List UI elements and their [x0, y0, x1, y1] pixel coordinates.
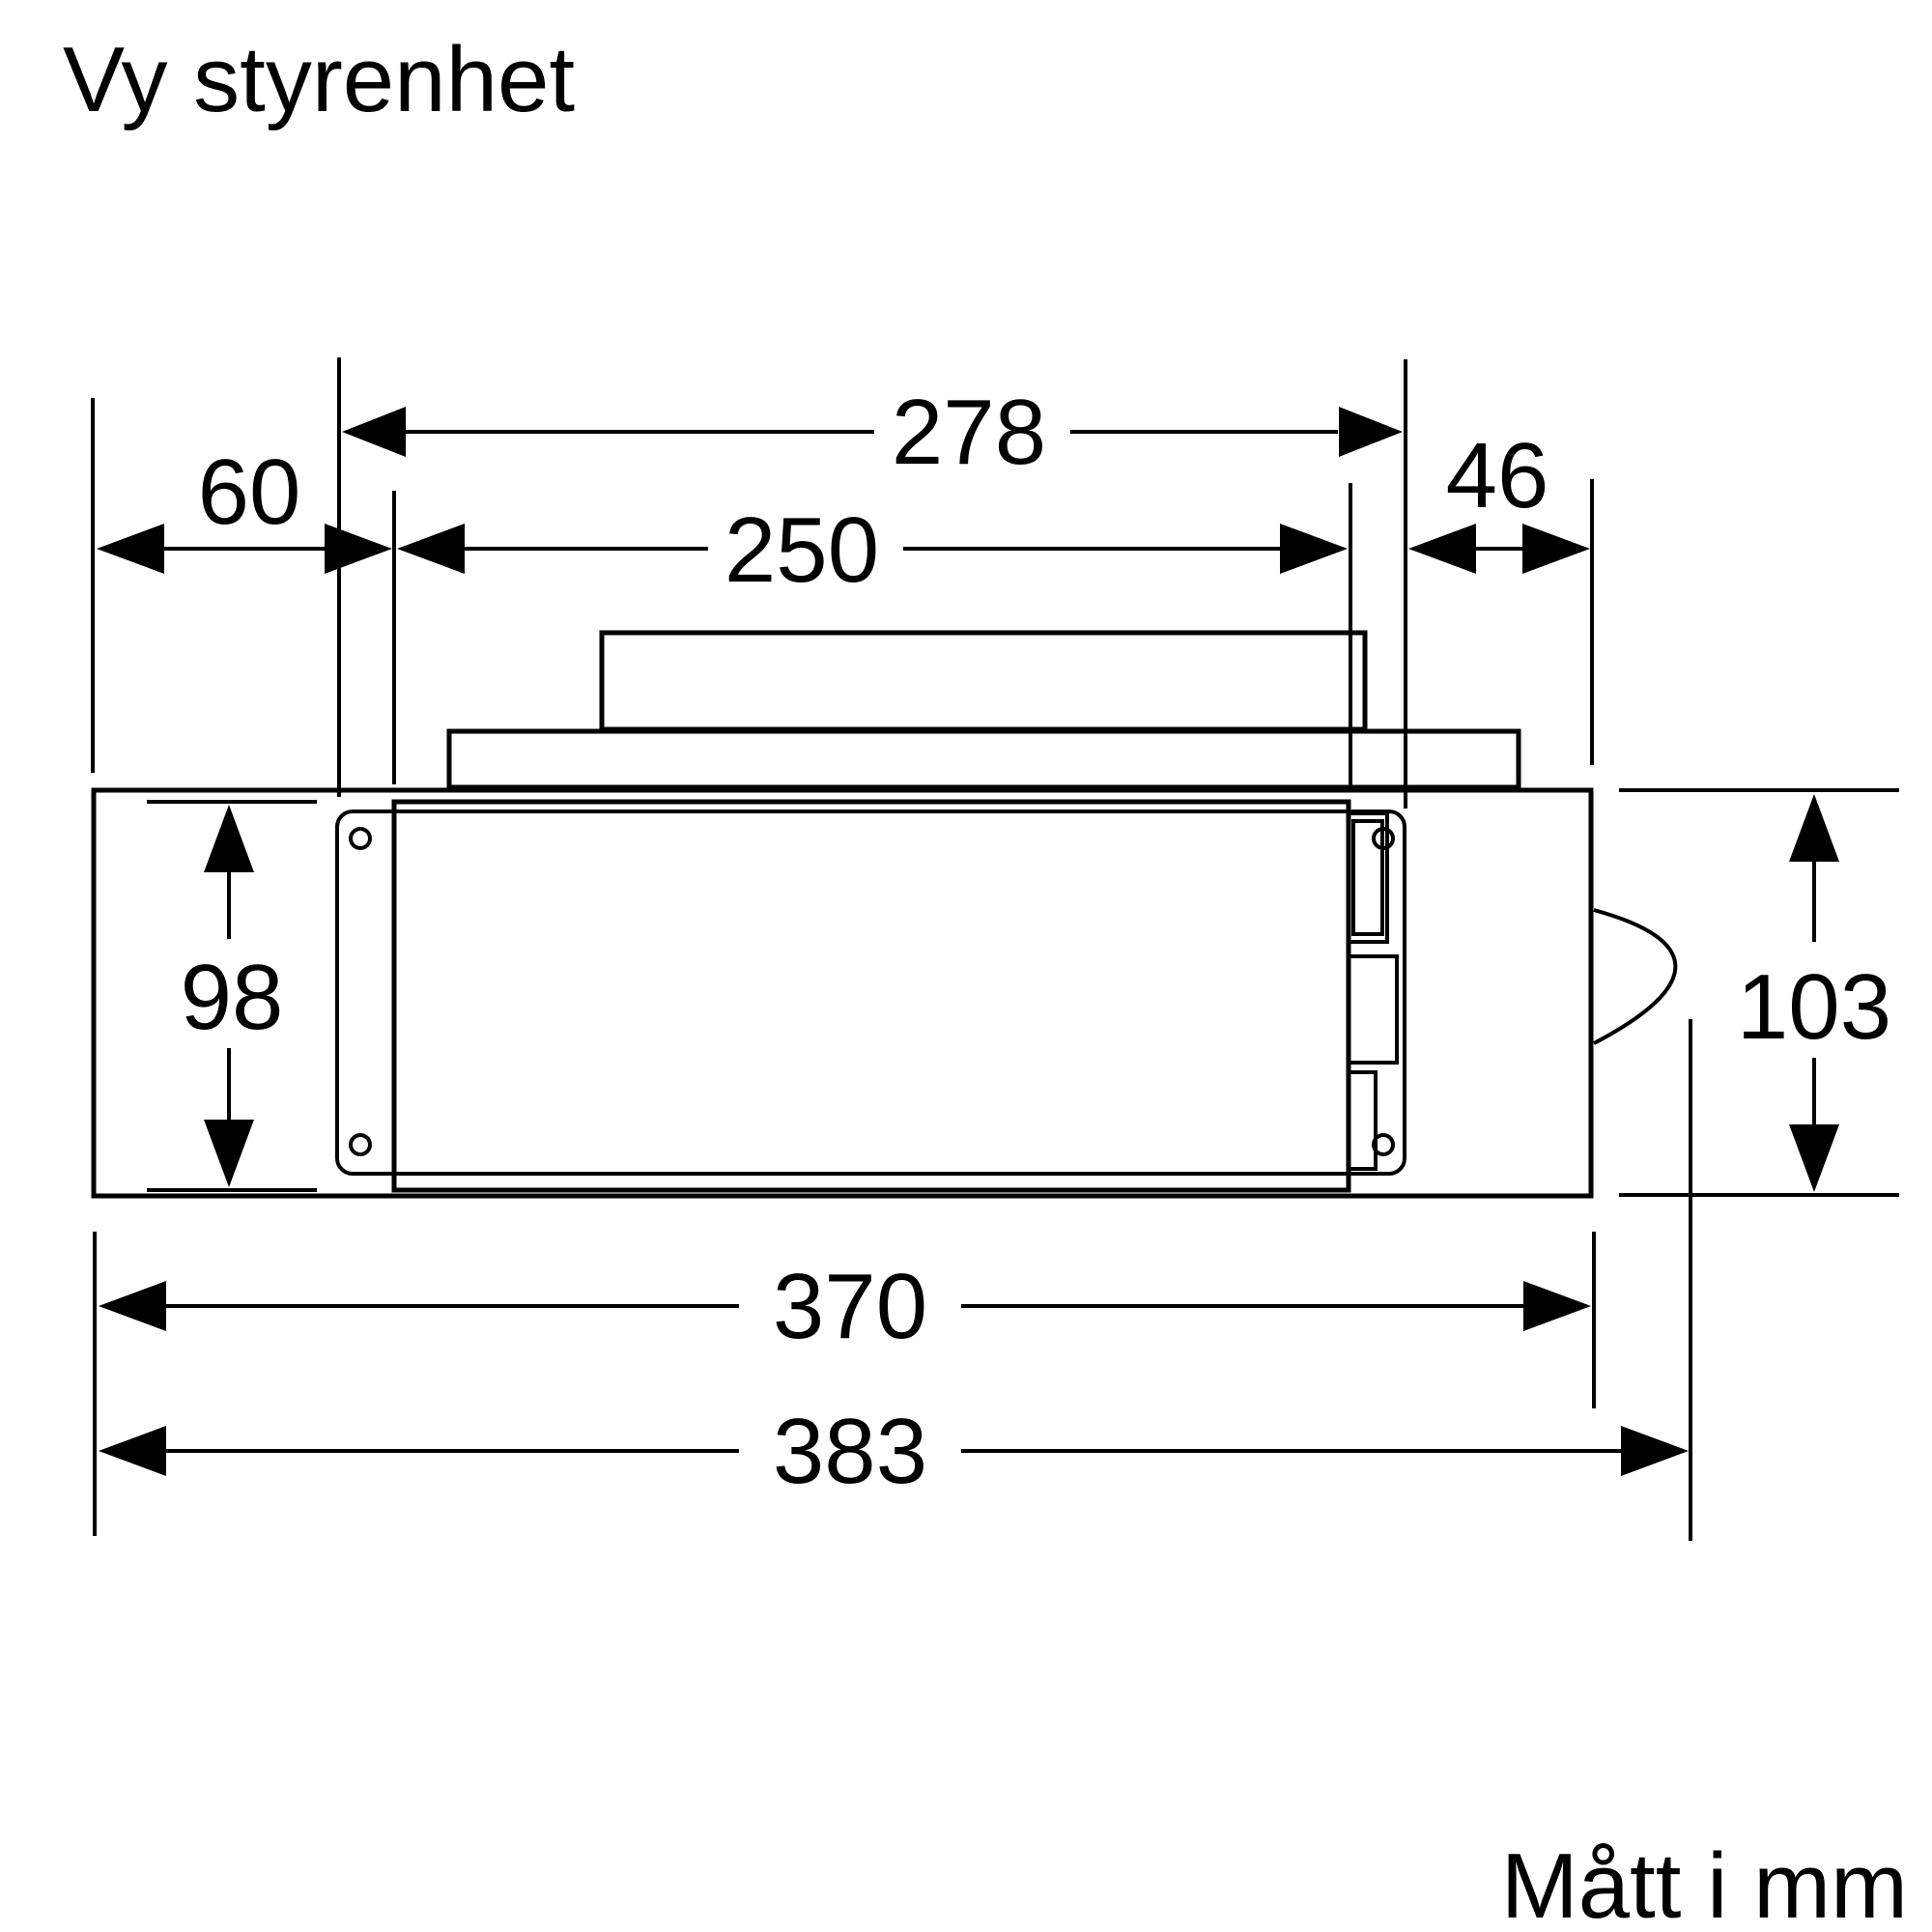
arrow-right: [1522, 524, 1590, 574]
arrow-left: [97, 524, 164, 574]
dimension-250: 250: [397, 498, 1348, 602]
arrow-right: [325, 524, 392, 574]
connector-block: [1347, 811, 1389, 944]
dim-label: 370: [773, 1255, 927, 1358]
arrow-right: [1339, 407, 1403, 457]
arrow-right: [1523, 1281, 1591, 1331]
drawing-title: Vy styrenhet: [63, 28, 575, 131]
arrow-left: [1408, 524, 1476, 574]
main-body: [91, 787, 1594, 1199]
connector-block-inner: [1351, 819, 1384, 936]
dim-label: 98: [181, 946, 284, 1049]
arrow-up: [204, 805, 254, 872]
dim-label: 60: [198, 440, 301, 544]
extension-lines: [91, 357, 1899, 1541]
arrow-up: [1789, 794, 1839, 862]
arrow-left: [342, 407, 406, 457]
mounting-plate: [335, 810, 1406, 1176]
screw-hole: [349, 827, 372, 850]
arrow-down: [1789, 1124, 1839, 1192]
top-box: [599, 630, 1368, 732]
dim-label: 46: [1446, 424, 1549, 527]
dim-label: 103: [1737, 955, 1891, 1059]
dimension-103: 103: [1737, 794, 1891, 1192]
arrow-down: [204, 1120, 254, 1187]
arrow-right: [1621, 1426, 1689, 1476]
screw-hole: [349, 1133, 372, 1156]
unit-outline: [91, 630, 1678, 1199]
dim-label: 383: [773, 1400, 927, 1503]
dimension-278: 278: [342, 381, 1403, 484]
top-flange: [446, 728, 1521, 790]
cable-loop: [1593, 908, 1678, 1045]
arrow-left: [99, 1281, 166, 1331]
dimension-370: 370: [99, 1255, 1591, 1358]
dimension-383: 383: [99, 1400, 1689, 1503]
dim-label: 250: [724, 498, 879, 602]
connector-block: [1347, 1070, 1378, 1171]
control-module: [391, 799, 1351, 1193]
arrow-left: [99, 1426, 166, 1476]
arrow-right: [1280, 524, 1348, 574]
dimension-98: 98: [181, 805, 284, 1187]
arrow-left: [397, 524, 465, 574]
connector-block: [1347, 954, 1399, 1065]
dimension-46: 46: [1408, 424, 1590, 574]
units-note: Mått i mm: [1501, 1834, 1908, 1932]
dim-label: 278: [892, 381, 1046, 484]
dimension-60: 60: [97, 440, 392, 574]
